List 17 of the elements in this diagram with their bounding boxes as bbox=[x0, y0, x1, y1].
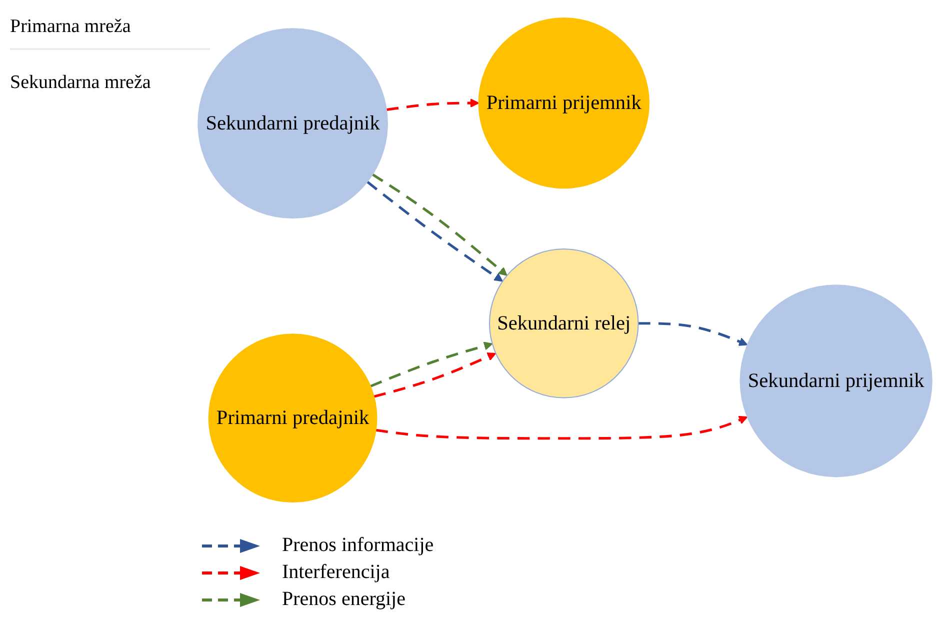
node-circle: Sekundarni predajnik bbox=[198, 28, 388, 219]
arrow bbox=[386, 98, 480, 112]
arrow bbox=[374, 352, 496, 398]
node-circle: Primarni prijemnik bbox=[478, 17, 650, 189]
legend-text: Prenos informacije bbox=[282, 534, 434, 557]
node-circle: Primarni predajnik bbox=[208, 334, 378, 503]
arrow bbox=[638, 322, 748, 346]
arrow bbox=[372, 173, 508, 276]
node-circle: Sekundarni prijemnik bbox=[740, 284, 932, 478]
arrow bbox=[370, 342, 493, 388]
legend-text: Prenos energije bbox=[282, 588, 406, 611]
network-label: Sekundarna mreža bbox=[10, 71, 152, 95]
network-label: Primarna mreža bbox=[10, 15, 132, 39]
arrow bbox=[376, 416, 748, 440]
legend-text: Interferencija bbox=[282, 561, 390, 584]
node-circle: Sekundarni relej bbox=[488, 248, 639, 398]
arrow bbox=[366, 180, 503, 282]
